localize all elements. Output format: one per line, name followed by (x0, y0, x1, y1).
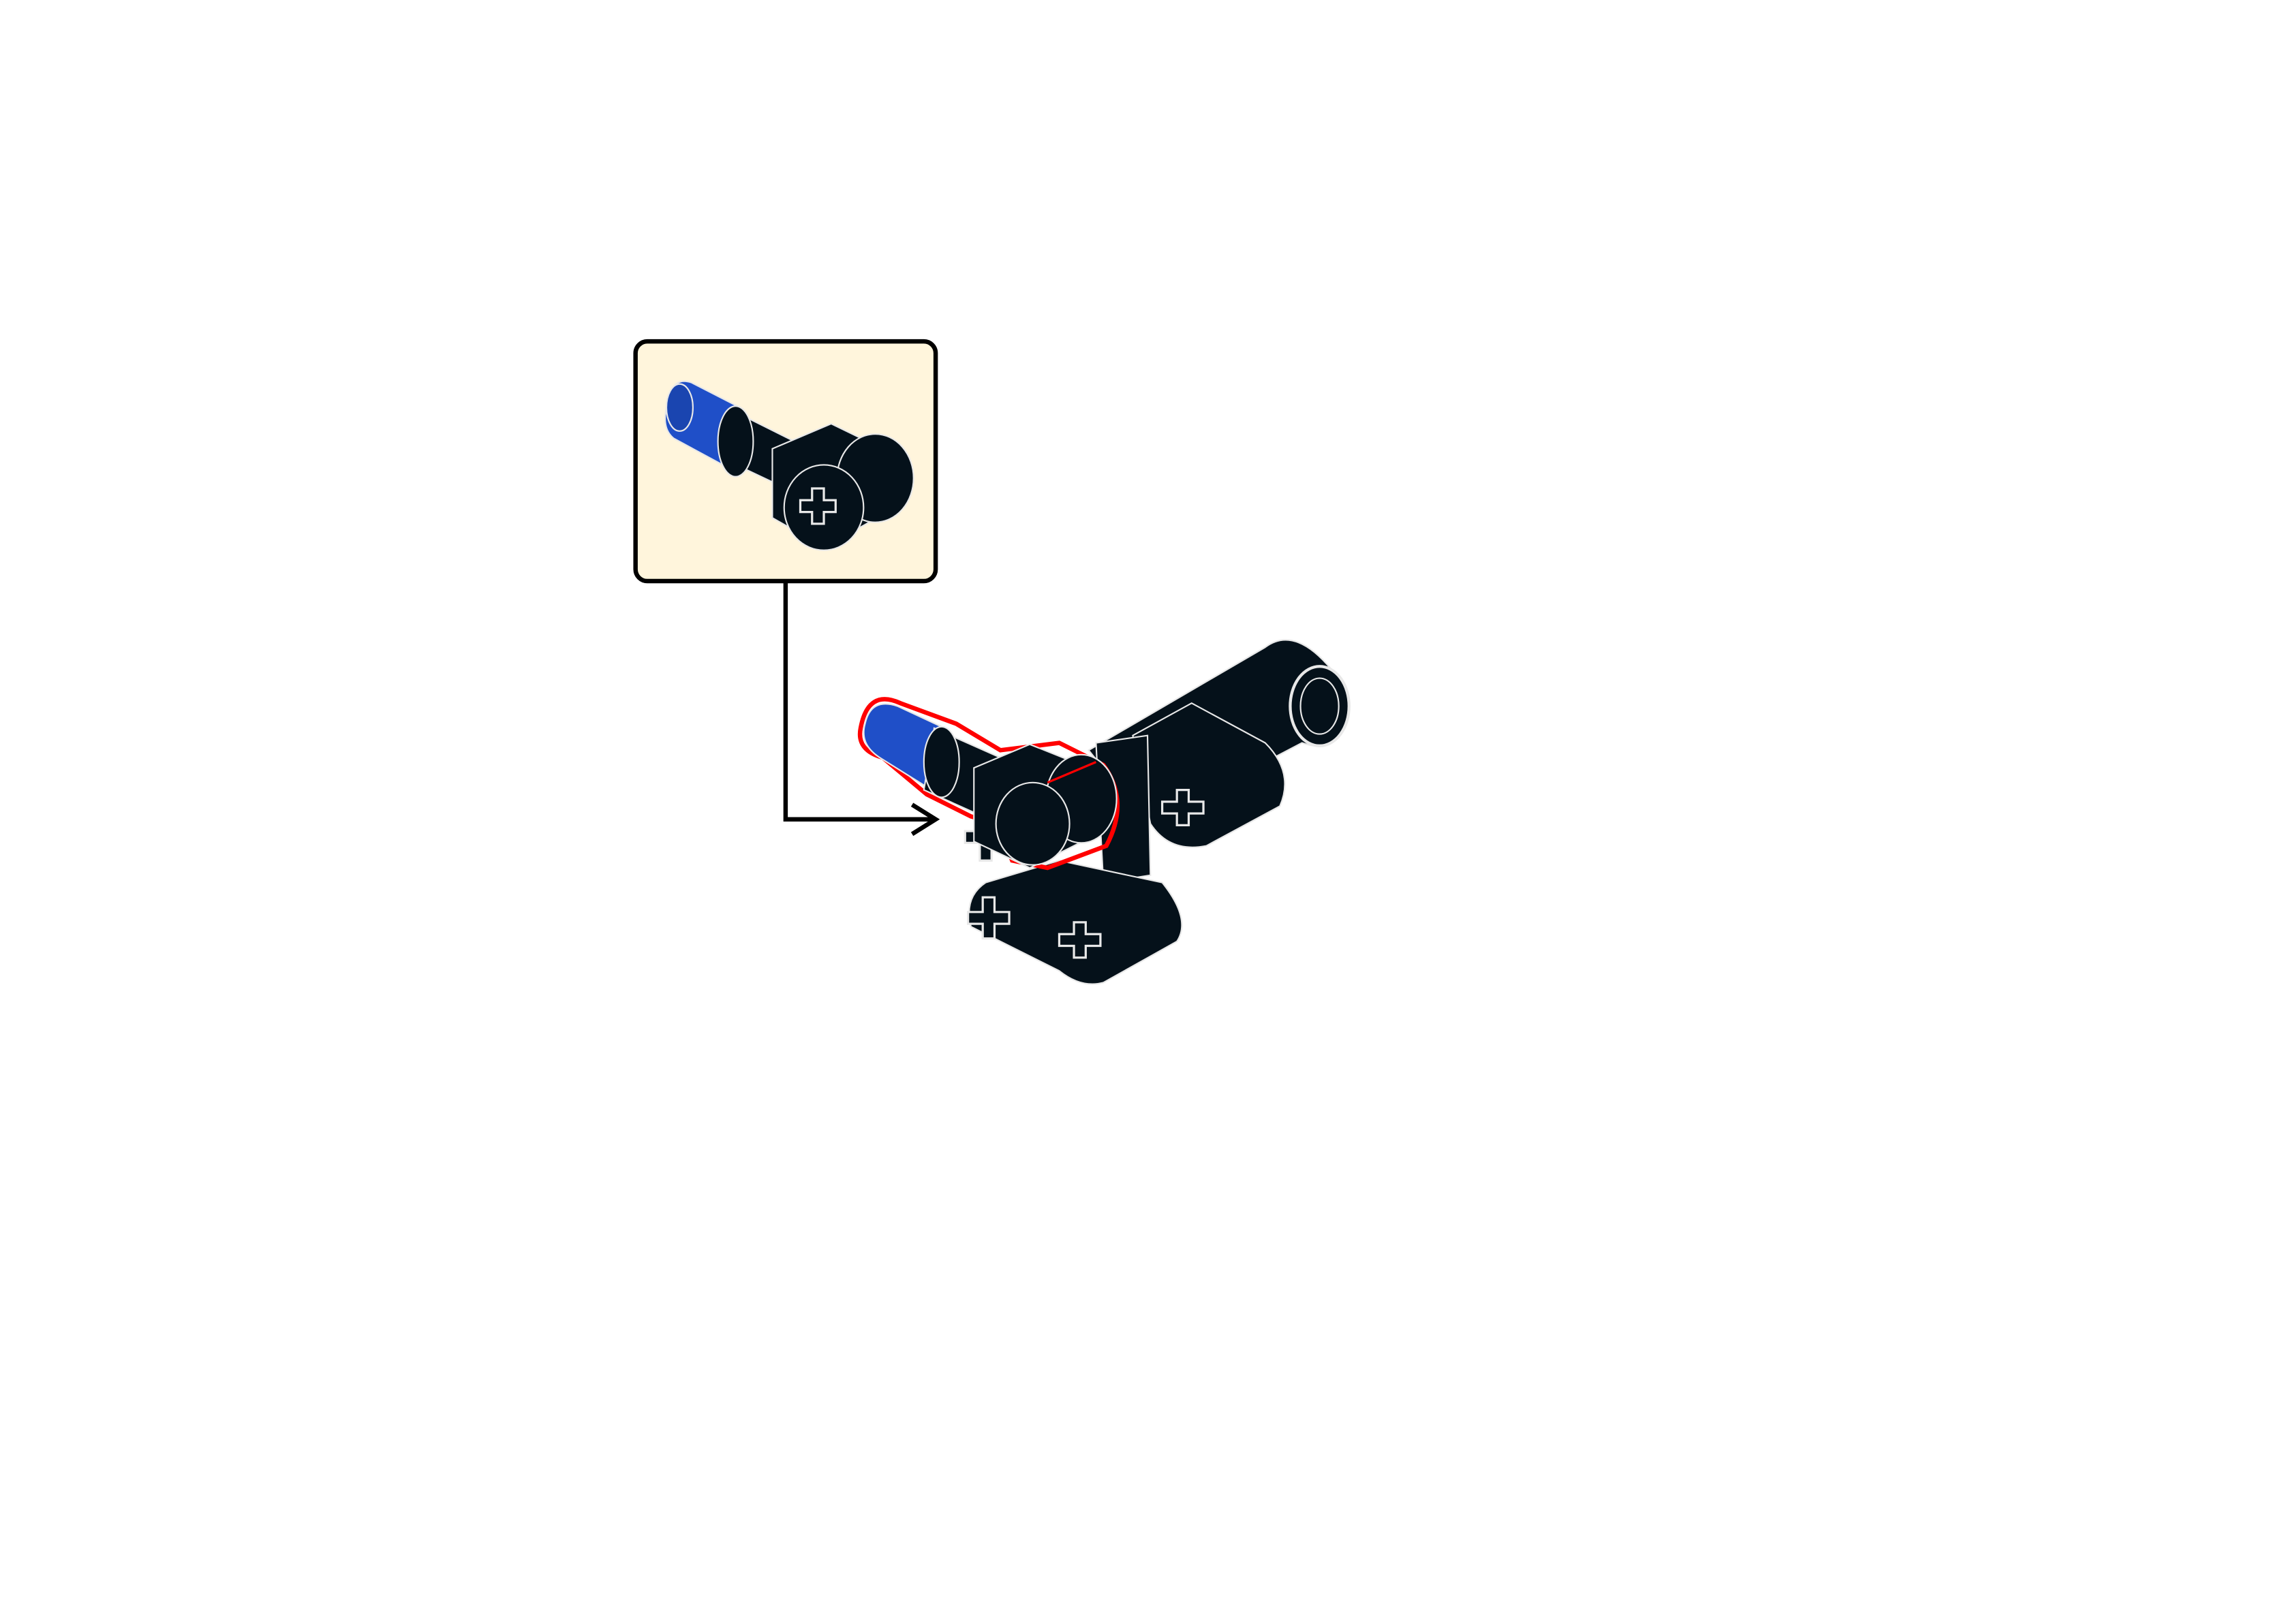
parts-callout (633, 339, 938, 584)
assembled-model (857, 639, 1351, 985)
arrow-line (783, 581, 936, 822)
callout-part-pin (664, 380, 914, 551)
right-link (1132, 702, 1286, 848)
placement-arrow (783, 581, 940, 837)
highlight-outline (857, 697, 1120, 871)
new-part-pin-highlighted (857, 697, 1120, 871)
arrow-head-icon (910, 802, 940, 837)
